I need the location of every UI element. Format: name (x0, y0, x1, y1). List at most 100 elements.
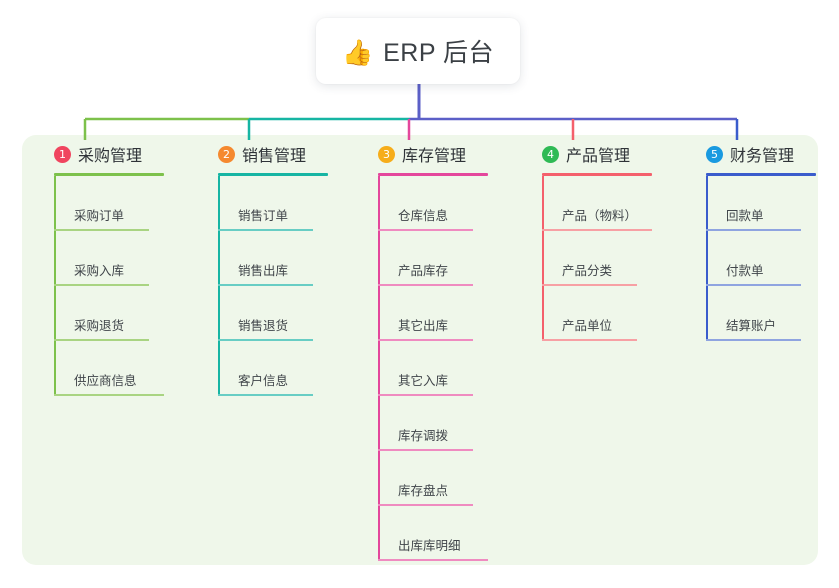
leaf-item[interactable]: 库存调拨 (378, 396, 520, 451)
leaf-item[interactable]: 库存盘点 (378, 451, 520, 506)
leaf-item[interactable]: 产品（物料） (542, 176, 684, 231)
leaf-label: 付款单 (726, 264, 764, 278)
leaf-item[interactable]: 仓库信息 (378, 176, 520, 231)
branch-underline (542, 173, 652, 176)
leaf-underline (706, 339, 801, 341)
leaf-item[interactable]: 其它出库 (378, 286, 520, 341)
leaf-label: 产品单位 (562, 319, 613, 333)
branch-header[interactable]: 3 库存管理 (362, 135, 520, 173)
leaf-item[interactable]: 销售退货 (218, 286, 360, 341)
branch-number-badge: 1 (54, 145, 71, 163)
branch-spine (218, 176, 220, 396)
branch-column: 3 库存管理仓库信息产品库存其它出库其它入库库存调拨库存盘点出库库明细 (362, 135, 520, 561)
leaf-underline (378, 339, 473, 341)
leaf-label: 销售退货 (238, 319, 289, 333)
leaf-label: 采购入库 (74, 264, 125, 278)
leaf-item[interactable]: 产品库存 (378, 231, 520, 286)
leaf-label: 库存盘点 (398, 484, 449, 498)
leaf-label: 销售出库 (238, 264, 289, 278)
leaf-underline (542, 229, 652, 231)
leaf-item[interactable]: 其它入库 (378, 341, 520, 396)
branch-column: 4 产品管理产品（物料） 产品分类产品单位 (526, 135, 684, 341)
leaf-label: 其它出库 (398, 319, 449, 333)
root-node[interactable]: 👍 ERP 后台 (316, 18, 520, 84)
leaf-underline (54, 229, 149, 231)
leaf-item[interactable]: 销售订单 (218, 176, 360, 231)
leaf-underline (218, 394, 313, 396)
leaf-underline (218, 284, 313, 286)
leaf-item[interactable]: 客户信息 (218, 341, 360, 396)
leaf-item[interactable]: 回款单 (706, 176, 839, 231)
branch-leaf-list: 仓库信息产品库存其它出库其它入库库存调拨库存盘点出库库明细 (378, 176, 520, 561)
leaf-item[interactable]: 销售出库 (218, 231, 360, 286)
branch-underline (706, 173, 816, 176)
leaf-label: 结算账户 (726, 319, 777, 333)
branch-number-badge: 3 (378, 145, 395, 163)
branch-column: 1 采购管理采购订单采购入库采购退货供应商信息 (38, 135, 196, 396)
leaf-label: 产品分类 (562, 264, 613, 278)
leaf-item[interactable]: 付款单 (706, 231, 839, 286)
branch-spine (542, 176, 544, 341)
branch-leaf-list: 采购订单采购入库采购退货供应商信息 (54, 176, 196, 396)
leaf-item[interactable]: 供应商信息 (54, 341, 196, 396)
leaf-label: 采购订单 (74, 209, 125, 223)
branch-leaf-list: 回款单付款单结算账户 (706, 176, 839, 341)
branch-spine (54, 176, 56, 396)
leaf-underline (378, 559, 488, 561)
leaf-underline (54, 284, 149, 286)
branch-number-badge: 4 (542, 145, 559, 163)
leaf-underline (218, 229, 313, 231)
leaf-underline (542, 284, 637, 286)
leaf-label: 采购退货 (74, 319, 125, 333)
branch-number-badge: 2 (218, 145, 235, 163)
branch-header[interactable]: 4 产品管理 (526, 135, 684, 173)
branch-header[interactable]: 1 采购管理 (38, 135, 196, 173)
leaf-underline (54, 339, 149, 341)
leaf-item[interactable]: 采购订单 (54, 176, 196, 231)
branch-column: 2 销售管理销售订单销售出库销售退货客户信息 (202, 135, 360, 396)
leaf-label: 回款单 (726, 209, 764, 223)
leaf-underline (706, 229, 801, 231)
branch-title: 财务管理 (730, 148, 795, 165)
branch-underline (54, 173, 164, 176)
branch-spine (706, 176, 708, 341)
leaf-item[interactable]: 采购退货 (54, 286, 196, 341)
leaf-label: 产品库存 (398, 264, 449, 278)
thumbs-up-icon: 👍 (341, 37, 374, 67)
leaf-underline (542, 339, 637, 341)
root-title: ERP 后台 (383, 39, 495, 67)
leaf-label: 客户信息 (238, 374, 289, 388)
leaf-item[interactable]: 采购入库 (54, 231, 196, 286)
leaf-label: 仓库信息 (398, 209, 449, 223)
branch-spine (378, 176, 380, 561)
leaf-underline (218, 339, 313, 341)
branch-title: 产品管理 (566, 148, 631, 165)
leaf-item[interactable]: 产品分类 (542, 231, 684, 286)
branch-underline (218, 173, 328, 176)
leaf-underline (54, 394, 164, 396)
branch-columns: 1 采购管理采购订单采购入库采购退货供应商信息 2 销售管理销售订单销售出库销售退货客… (22, 135, 818, 565)
branch-header[interactable]: 2 销售管理 (202, 135, 360, 173)
leaf-underline (706, 284, 801, 286)
leaf-item[interactable]: 出库库明细 (378, 506, 520, 561)
leaf-label: 销售订单 (238, 209, 289, 223)
branch-title: 销售管理 (242, 148, 307, 165)
leaf-underline (378, 284, 473, 286)
leaf-underline (378, 394, 473, 396)
leaf-label: 其它入库 (398, 374, 449, 388)
branch-leaf-list: 产品（物料） 产品分类产品单位 (542, 176, 684, 341)
leaf-underline (378, 449, 473, 451)
branch-underline (378, 173, 488, 176)
leaf-label: 库存调拨 (398, 429, 449, 443)
leaf-underline (378, 504, 473, 506)
leaf-item[interactable]: 产品单位 (542, 286, 684, 341)
leaf-item[interactable]: 结算账户 (706, 286, 839, 341)
branch-title: 库存管理 (402, 148, 467, 165)
leaf-label: 出库库明细 (398, 539, 461, 553)
leaf-label: 供应商信息 (74, 374, 137, 388)
branch-title: 采购管理 (78, 148, 143, 165)
